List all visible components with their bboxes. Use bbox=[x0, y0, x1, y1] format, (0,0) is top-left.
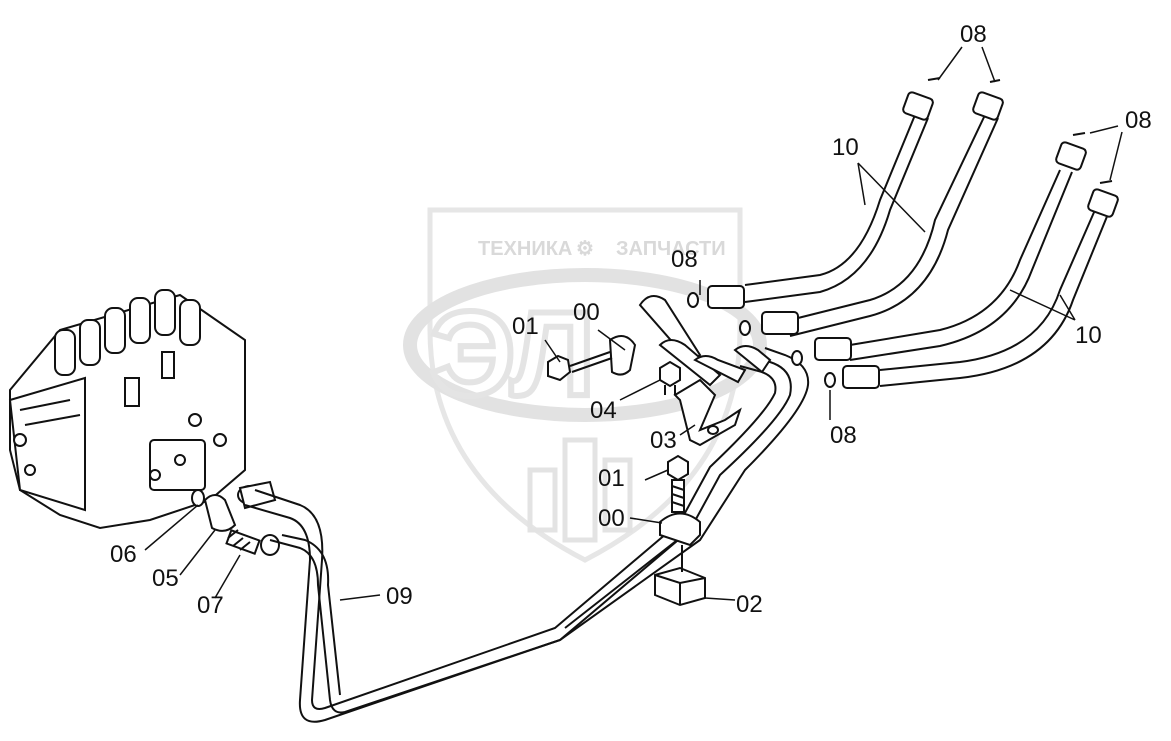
callout-08-mid: 08 bbox=[671, 246, 698, 273]
bolt-04 bbox=[659, 360, 681, 395]
hoses-10-lower bbox=[849, 169, 1109, 387]
callout-00-lower: 00 bbox=[598, 505, 625, 532]
callout-05: 05 bbox=[152, 565, 179, 592]
callout-02: 02 bbox=[736, 591, 763, 618]
upper-fittings bbox=[608, 295, 772, 447]
control-valve-block bbox=[8, 289, 246, 530]
callout-00-upper: 00 bbox=[573, 299, 600, 326]
valve-fitting-assembly bbox=[191, 480, 280, 556]
hose-fittings bbox=[687, 91, 1119, 389]
watermark: ТЕХНИКА ⚙ ЗАПЧАСТИ ЭЛ bbox=[403, 207, 767, 563]
bolt-01-upper bbox=[547, 351, 613, 382]
callout-labels: 08 08 10 10 08 08 00 01 04 03 01 00 02 0… bbox=[110, 21, 1152, 619]
block-02 bbox=[654, 545, 706, 607]
watermark-logo-text: ЭЛ bbox=[430, 287, 595, 421]
callout-07: 07 bbox=[197, 592, 224, 619]
callout-01-lower: 01 bbox=[598, 465, 625, 492]
pipe-09 bbox=[244, 347, 810, 723]
watermark-gear-icon: ⚙ bbox=[576, 238, 594, 260]
callout-09: 09 bbox=[386, 583, 413, 610]
callout-08-right-top: 08 bbox=[1125, 107, 1152, 134]
clamp-00-lower bbox=[659, 512, 701, 547]
watermark-shield bbox=[427, 207, 743, 563]
callout-08-low: 08 bbox=[830, 422, 857, 449]
callout-06: 06 bbox=[110, 541, 137, 568]
callout-10-upper: 10 bbox=[832, 134, 859, 161]
callout-03: 03 bbox=[650, 427, 677, 454]
watermark-ellipse bbox=[403, 268, 767, 422]
callout-10-lower: 10 bbox=[1075, 322, 1102, 349]
callout-04: 04 bbox=[590, 397, 617, 424]
o-rings-top bbox=[927, 77, 1113, 184]
watermark-right-text: ЗАПЧАСТИ bbox=[616, 238, 726, 260]
leader-lines bbox=[144, 46, 1123, 601]
watermark-left-text: ТЕХНИКА bbox=[478, 238, 572, 260]
hoses-10-upper bbox=[744, 114, 999, 337]
callout-01-upper: 01 bbox=[512, 313, 539, 340]
bolt-01-lower bbox=[667, 454, 689, 513]
watermark-buildings bbox=[527, 437, 633, 543]
callout-08-top: 08 bbox=[960, 21, 987, 48]
